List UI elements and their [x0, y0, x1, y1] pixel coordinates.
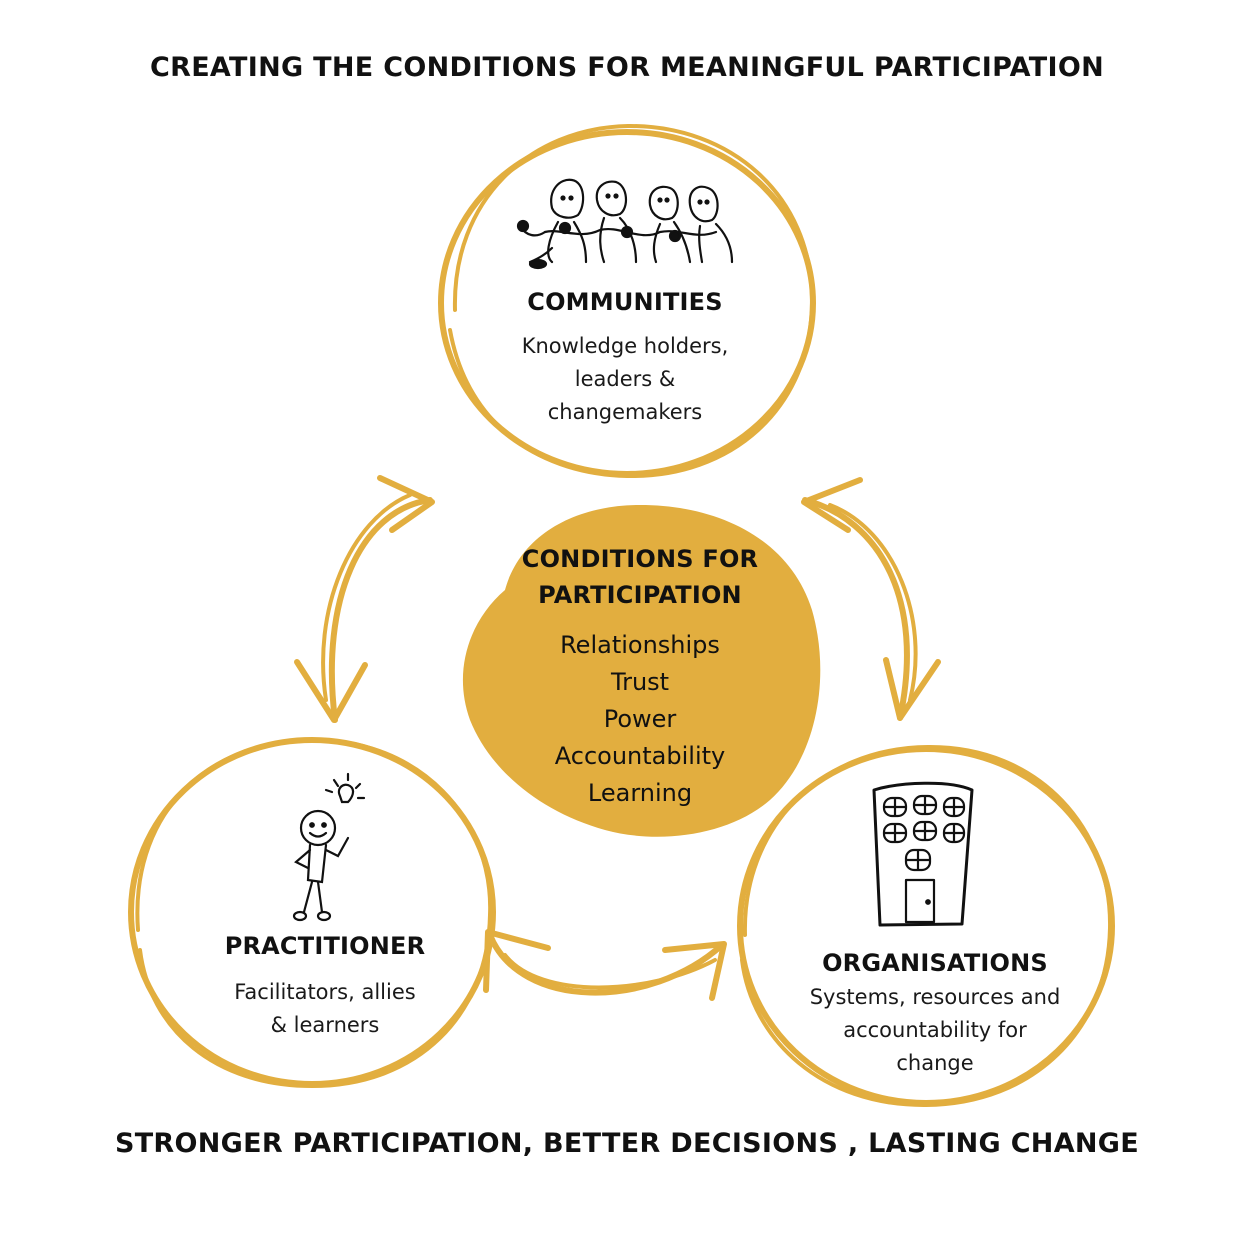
organisations-title: ORGANISATIONS [822, 949, 1048, 977]
practitioner-circle [128, 737, 496, 1088]
practitioner-line: & learners [270, 1013, 380, 1037]
communities-title: COMMUNITIES [527, 288, 723, 316]
practitioner-description: Facilitators, allies & learners [180, 976, 470, 1042]
conditions-blob [462, 505, 821, 837]
organisations-circle [737, 744, 1115, 1108]
practitioner-line: Facilitators, allies [234, 980, 416, 1004]
arrow-practitioner-organisations [483, 929, 727, 1001]
organisations-node: ORGANISATIONS Systems, resources and acc… [780, 949, 1090, 1080]
conditions-item: Trust [610, 668, 670, 696]
conditions-list: Relationships Trust Power Accountability… [490, 627, 790, 812]
communities-line: Knowledge holders, [521, 334, 729, 358]
organisations-line: accountability for [843, 1018, 1027, 1042]
arrow-communities-practitioner [294, 475, 435, 723]
practitioner-title: PRACTITIONER [224, 932, 426, 960]
practitioner-node: PRACTITIONER Facilitators, allies & lear… [180, 932, 470, 1042]
communities-description: Knowledge holders, leaders & changemaker… [470, 330, 780, 429]
communities-node: COMMUNITIES Knowledge holders, leaders &… [470, 288, 780, 429]
arrow-communities-organisations [801, 477, 941, 721]
conditions-item: Learning [587, 779, 693, 807]
stick-figure-lightbulb-icon [292, 772, 366, 922]
conditions-title-line: CONDITIONS FOR [521, 545, 759, 573]
organisations-description: Systems, resources and accountability fo… [780, 981, 1090, 1080]
page-title: CREATING THE CONDITIONS FOR MEANINGFUL P… [149, 52, 1104, 83]
people-group-icon [516, 178, 734, 270]
organisations-line: change [896, 1051, 974, 1075]
conditions-title-line: PARTICIPATION [538, 581, 742, 609]
communities-line: changemakers [547, 400, 703, 424]
conditions-item: Relationships [560, 631, 720, 659]
conditions-item: Accountability [554, 742, 726, 770]
footer-tagline: STRONGER PARTICIPATION, BETTER DECISIONS… [114, 1128, 1140, 1159]
building-icon [872, 781, 974, 927]
conditions-item: Power [603, 705, 677, 733]
communities-line: leaders & [574, 367, 676, 391]
communities-circle [438, 123, 816, 479]
organisations-line: Systems, resources and [809, 985, 1061, 1009]
conditions-title: CONDITIONS FOR PARTICIPATION [490, 541, 790, 613]
conditions-node: CONDITIONS FOR PARTICIPATION Relationshi… [490, 541, 790, 812]
